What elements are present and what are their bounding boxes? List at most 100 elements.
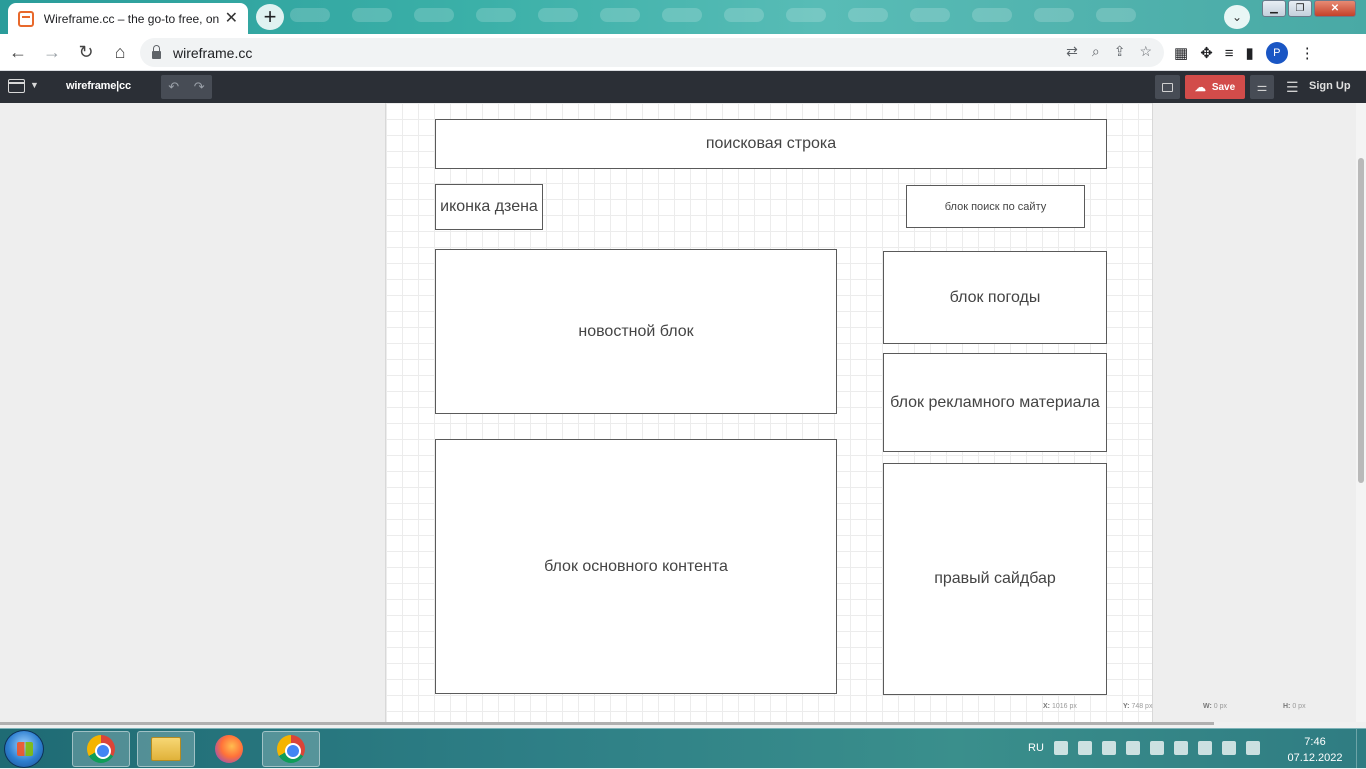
y-value: 748 px bbox=[1131, 703, 1153, 710]
undo-redo-group: ↶ ↷ bbox=[161, 75, 212, 99]
wireframe-favicon-icon bbox=[18, 10, 34, 27]
y-label: Y: bbox=[1123, 703, 1130, 710]
taskbar-explorer[interactable] bbox=[137, 731, 195, 767]
url-text[interactable]: wireframe.cc bbox=[173, 44, 253, 61]
minimize-button[interactable]: ▁ bbox=[1262, 0, 1286, 17]
sign-up-link[interactable]: Sign Up bbox=[1309, 80, 1351, 92]
start-button[interactable] bbox=[4, 730, 44, 768]
cloud-upload-icon: ☁ bbox=[1194, 81, 1206, 94]
wireframe-right-sidebar[interactable]: правый сайдбар bbox=[883, 463, 1107, 695]
tab-close-icon[interactable]: ✕ bbox=[224, 9, 238, 27]
tools-icon[interactable] bbox=[1173, 741, 1188, 755]
redo-icon[interactable]: ↷ bbox=[193, 79, 205, 94]
background-tab[interactable] bbox=[786, 8, 826, 22]
taskbar-firefox[interactable] bbox=[200, 731, 258, 767]
coordinates-readout: X: 1016 px Y: 748 px W: 0 px H: 0 px bbox=[1043, 703, 1363, 710]
show-desktop-button[interactable] bbox=[1356, 729, 1366, 769]
background-tab[interactable] bbox=[910, 8, 950, 22]
chrome-tray-icon[interactable] bbox=[1053, 741, 1068, 755]
background-tab[interactable] bbox=[1096, 8, 1136, 22]
background-tab[interactable] bbox=[600, 8, 640, 22]
chevron-down-icon[interactable]: ▼ bbox=[30, 80, 39, 90]
new-tab-button[interactable]: + bbox=[256, 4, 284, 30]
share-icon[interactable]: ⇪ bbox=[1113, 43, 1126, 59]
tab-search-chevron-icon[interactable]: ⌄ bbox=[1224, 5, 1250, 29]
save-button[interactable]: ☁ Save bbox=[1185, 75, 1245, 99]
settings-sliders-button[interactable]: ⚌ bbox=[1250, 75, 1274, 99]
horizontal-scrollbar[interactable] bbox=[0, 722, 1214, 725]
display-icon[interactable] bbox=[1149, 741, 1164, 755]
vertical-scrollbar[interactable] bbox=[1356, 103, 1366, 722]
taskbar-chrome[interactable] bbox=[262, 731, 320, 767]
comment-button[interactable] bbox=[1155, 75, 1180, 99]
hamburger-menu-icon[interactable]: ☰ bbox=[1286, 79, 1299, 95]
wireframe-ad-block[interactable]: блок рекламного материала bbox=[883, 353, 1107, 452]
bookmark-star-icon[interactable]: ☆ bbox=[1139, 43, 1152, 59]
zoom-icon[interactable]: ⌕ bbox=[1091, 43, 1100, 59]
network-icon[interactable] bbox=[1197, 741, 1212, 755]
undo-icon[interactable]: ↶ bbox=[168, 79, 180, 94]
y-readout: Y: 748 px bbox=[1123, 703, 1203, 710]
background-tab[interactable] bbox=[724, 8, 764, 22]
extensions-puzzle-icon[interactable]: ✥ bbox=[1200, 45, 1213, 62]
profile-avatar[interactable]: P bbox=[1265, 42, 1288, 64]
side-panel-icon[interactable]: ▮ bbox=[1245, 45, 1254, 62]
maximize-button[interactable]: ❐ bbox=[1288, 0, 1312, 17]
wireframe-news-block[interactable]: новостной блок bbox=[435, 249, 837, 414]
close-window-button[interactable]: ✕ bbox=[1314, 0, 1356, 17]
cloud-tray-icon[interactable] bbox=[1101, 741, 1116, 755]
x-value: 1016 px bbox=[1051, 703, 1077, 710]
home-icon[interactable]: ⌂ bbox=[114, 41, 126, 62]
translate-icon[interactable]: ⇄ bbox=[1066, 43, 1078, 59]
background-tab[interactable] bbox=[476, 8, 516, 22]
save-label: Save bbox=[1211, 81, 1236, 93]
background-tab[interactable] bbox=[972, 8, 1012, 22]
flag-icon[interactable] bbox=[1125, 741, 1140, 755]
chrome-icon bbox=[277, 735, 305, 763]
wireframe-site-search-box[interactable]: блок поиск по сайту bbox=[906, 185, 1085, 228]
wireframe-canvas[interactable]: поисковая строка иконка дзена блок поиск… bbox=[385, 103, 1153, 722]
workspace: поисковая строка иконка дзена блок поиск… bbox=[0, 103, 1366, 725]
wireframe-main-content-block[interactable]: блок основного контента bbox=[435, 439, 837, 694]
taskbar-clock[interactable]: 7:46 07.12.2022 bbox=[1280, 734, 1350, 766]
chrome-menu-icon[interactable]: ⋮ bbox=[1299, 45, 1315, 62]
wireframe-search-bar-box[interactable]: поисковая строка bbox=[435, 119, 1107, 169]
wireframe-weather-block[interactable]: блок погоды bbox=[883, 251, 1107, 344]
folder-icon bbox=[151, 737, 181, 761]
language-indicator[interactable]: RU bbox=[1028, 742, 1044, 754]
clock-date: 07.12.2022 bbox=[1287, 752, 1343, 764]
wireframe-zen-icon-box[interactable]: иконка дзена bbox=[435, 184, 543, 230]
browser-tab-strip: Wireframe.cc – the go-to free, online wi… bbox=[0, 0, 1366, 34]
background-tab[interactable] bbox=[662, 8, 702, 22]
tab-title: Wireframe.cc – the go-to free, online wi… bbox=[43, 11, 219, 26]
omnibox-actions: ⇄ ⌕ ⇪ ☆ bbox=[1066, 43, 1152, 60]
back-arrow-icon[interactable]: ← bbox=[9, 41, 27, 62]
signal-icon[interactable] bbox=[1077, 741, 1092, 755]
browser-tab-wireframe[interactable]: Wireframe.cc – the go-to free, online wi… bbox=[8, 3, 248, 34]
background-tab[interactable] bbox=[848, 8, 888, 22]
address-bar[interactable]: wireframe.cc ⇄ ⌕ ⇪ ☆ bbox=[140, 38, 1164, 67]
other-tabs bbox=[290, 8, 1170, 26]
firefox-icon bbox=[215, 735, 243, 763]
reading-list-icon[interactable]: ≡ bbox=[1224, 44, 1234, 62]
background-tab[interactable] bbox=[414, 8, 454, 22]
w-value: 0 px bbox=[1213, 703, 1227, 710]
background-tab[interactable] bbox=[352, 8, 392, 22]
reload-icon[interactable]: ↻ bbox=[78, 41, 94, 62]
browser-frame-icon[interactable] bbox=[8, 79, 25, 93]
h-value: 0 px bbox=[1292, 703, 1306, 710]
forward-arrow-icon[interactable]: → bbox=[43, 41, 61, 62]
power-icon[interactable] bbox=[1245, 741, 1260, 755]
background-tab[interactable] bbox=[1034, 8, 1074, 22]
scrollbar-thumb[interactable] bbox=[1358, 158, 1364, 483]
x-readout: X: 1016 px bbox=[1043, 703, 1123, 710]
app-logo[interactable]: wireframe|cc bbox=[66, 80, 131, 92]
sheets-extension-icon[interactable]: ▦ bbox=[1174, 45, 1189, 62]
volume-icon[interactable] bbox=[1221, 741, 1236, 755]
h-readout: H: 0 px bbox=[1283, 703, 1363, 710]
background-tab[interactable] bbox=[290, 8, 330, 22]
lock-icon[interactable] bbox=[152, 44, 161, 59]
background-tab[interactable] bbox=[538, 8, 578, 22]
extension-icons: ▦ ✥ ≡ ▮ P ⋮ bbox=[1174, 42, 1315, 64]
taskbar-chrome-profile[interactable] bbox=[72, 731, 130, 767]
